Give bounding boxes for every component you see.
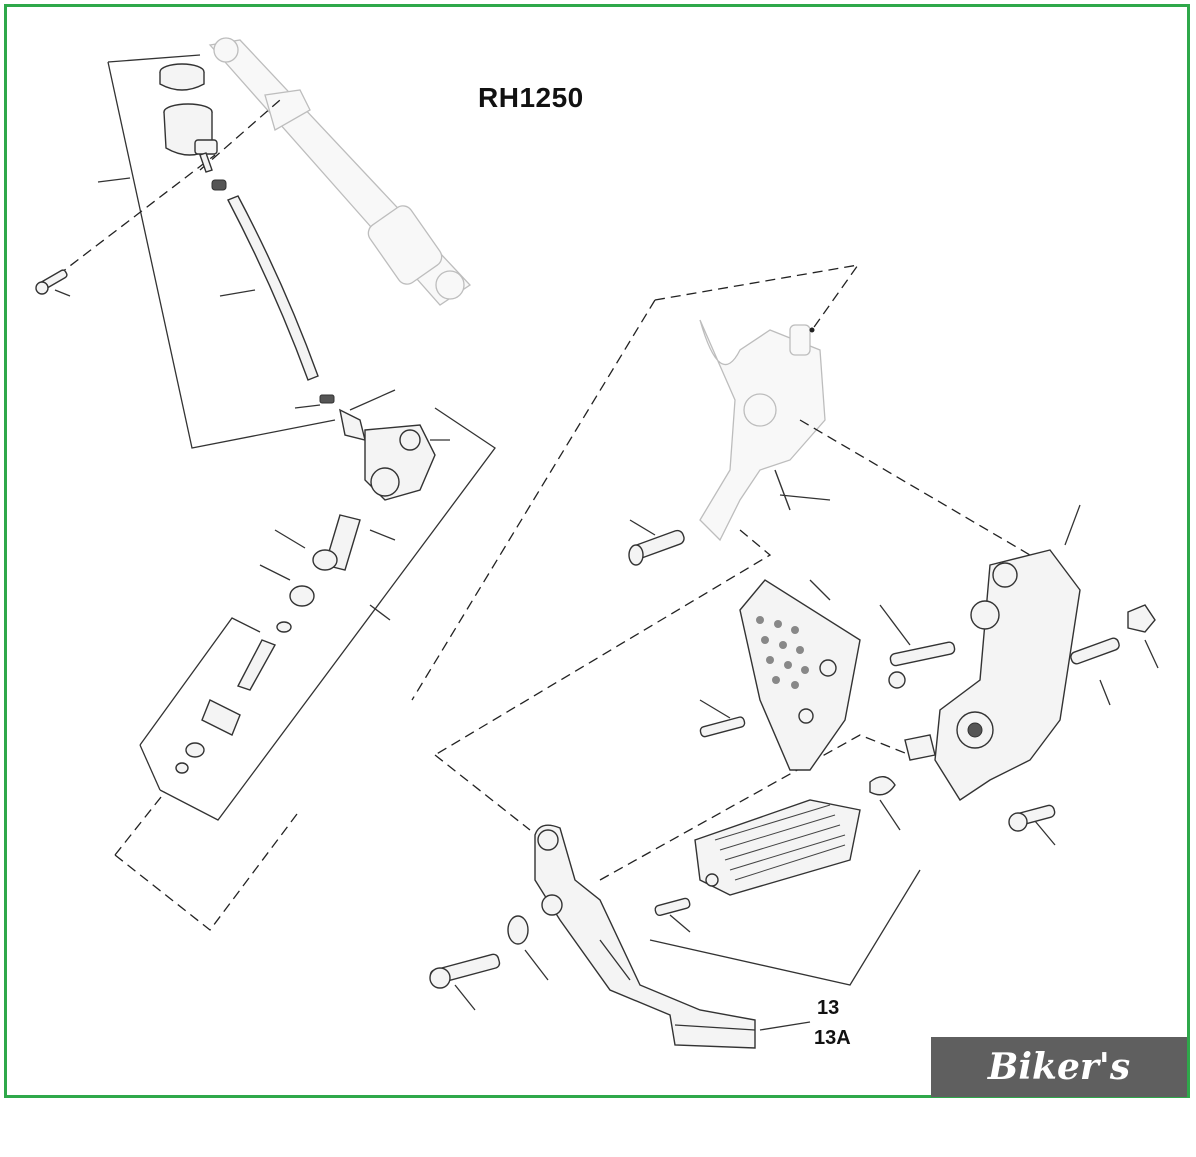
part-callout-13a: 13A xyxy=(814,1027,851,1049)
store-watermark: Biker's Store xyxy=(931,1037,1187,1148)
brake-hose xyxy=(211,179,335,404)
diagram-frame xyxy=(4,4,1190,1098)
screws xyxy=(429,604,1156,989)
reservoir xyxy=(159,63,218,173)
clevis-pin xyxy=(628,469,791,566)
piston-parts xyxy=(175,514,361,774)
footpeg xyxy=(694,776,896,896)
exploded-parts-diagram xyxy=(35,37,1159,1049)
footrest-bracket xyxy=(904,549,1081,801)
piston-kit-leader-lines xyxy=(114,407,496,931)
reservoir-leader-lines xyxy=(44,54,336,449)
part-callout-13: 13 xyxy=(817,997,840,1019)
mounting-screw xyxy=(35,269,68,295)
caliper-ghost xyxy=(699,319,826,542)
footrest-leader-lines xyxy=(411,264,1159,1031)
frame-tube-ghost xyxy=(208,37,471,306)
master-cylinder xyxy=(339,389,450,501)
brake-pedal-lever xyxy=(534,824,756,1049)
heel-guard-plate xyxy=(739,579,861,771)
diagram-title: RH1250 xyxy=(478,82,584,113)
